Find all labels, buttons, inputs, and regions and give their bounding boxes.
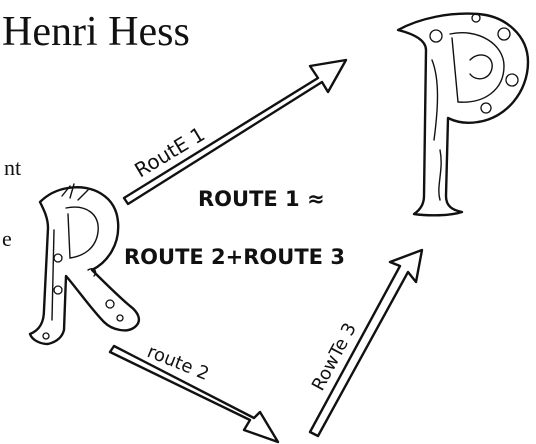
decorated-letter-r-icon xyxy=(30,184,139,344)
route-3-label: RowTe 3 xyxy=(308,319,361,394)
author-title: Henri Hess xyxy=(2,9,190,55)
equation-line-2: ROUTE 2+ROUTE 3 xyxy=(124,245,345,269)
route-1-arrow xyxy=(124,60,346,204)
cropped-text-line-1: nt xyxy=(4,155,21,180)
equation-line-1: ROUTE 1 ≈ xyxy=(198,187,325,211)
decorated-letter-p-icon xyxy=(398,14,528,216)
route-3-arrow xyxy=(310,250,422,436)
cropped-text-line-2: e xyxy=(2,226,12,251)
